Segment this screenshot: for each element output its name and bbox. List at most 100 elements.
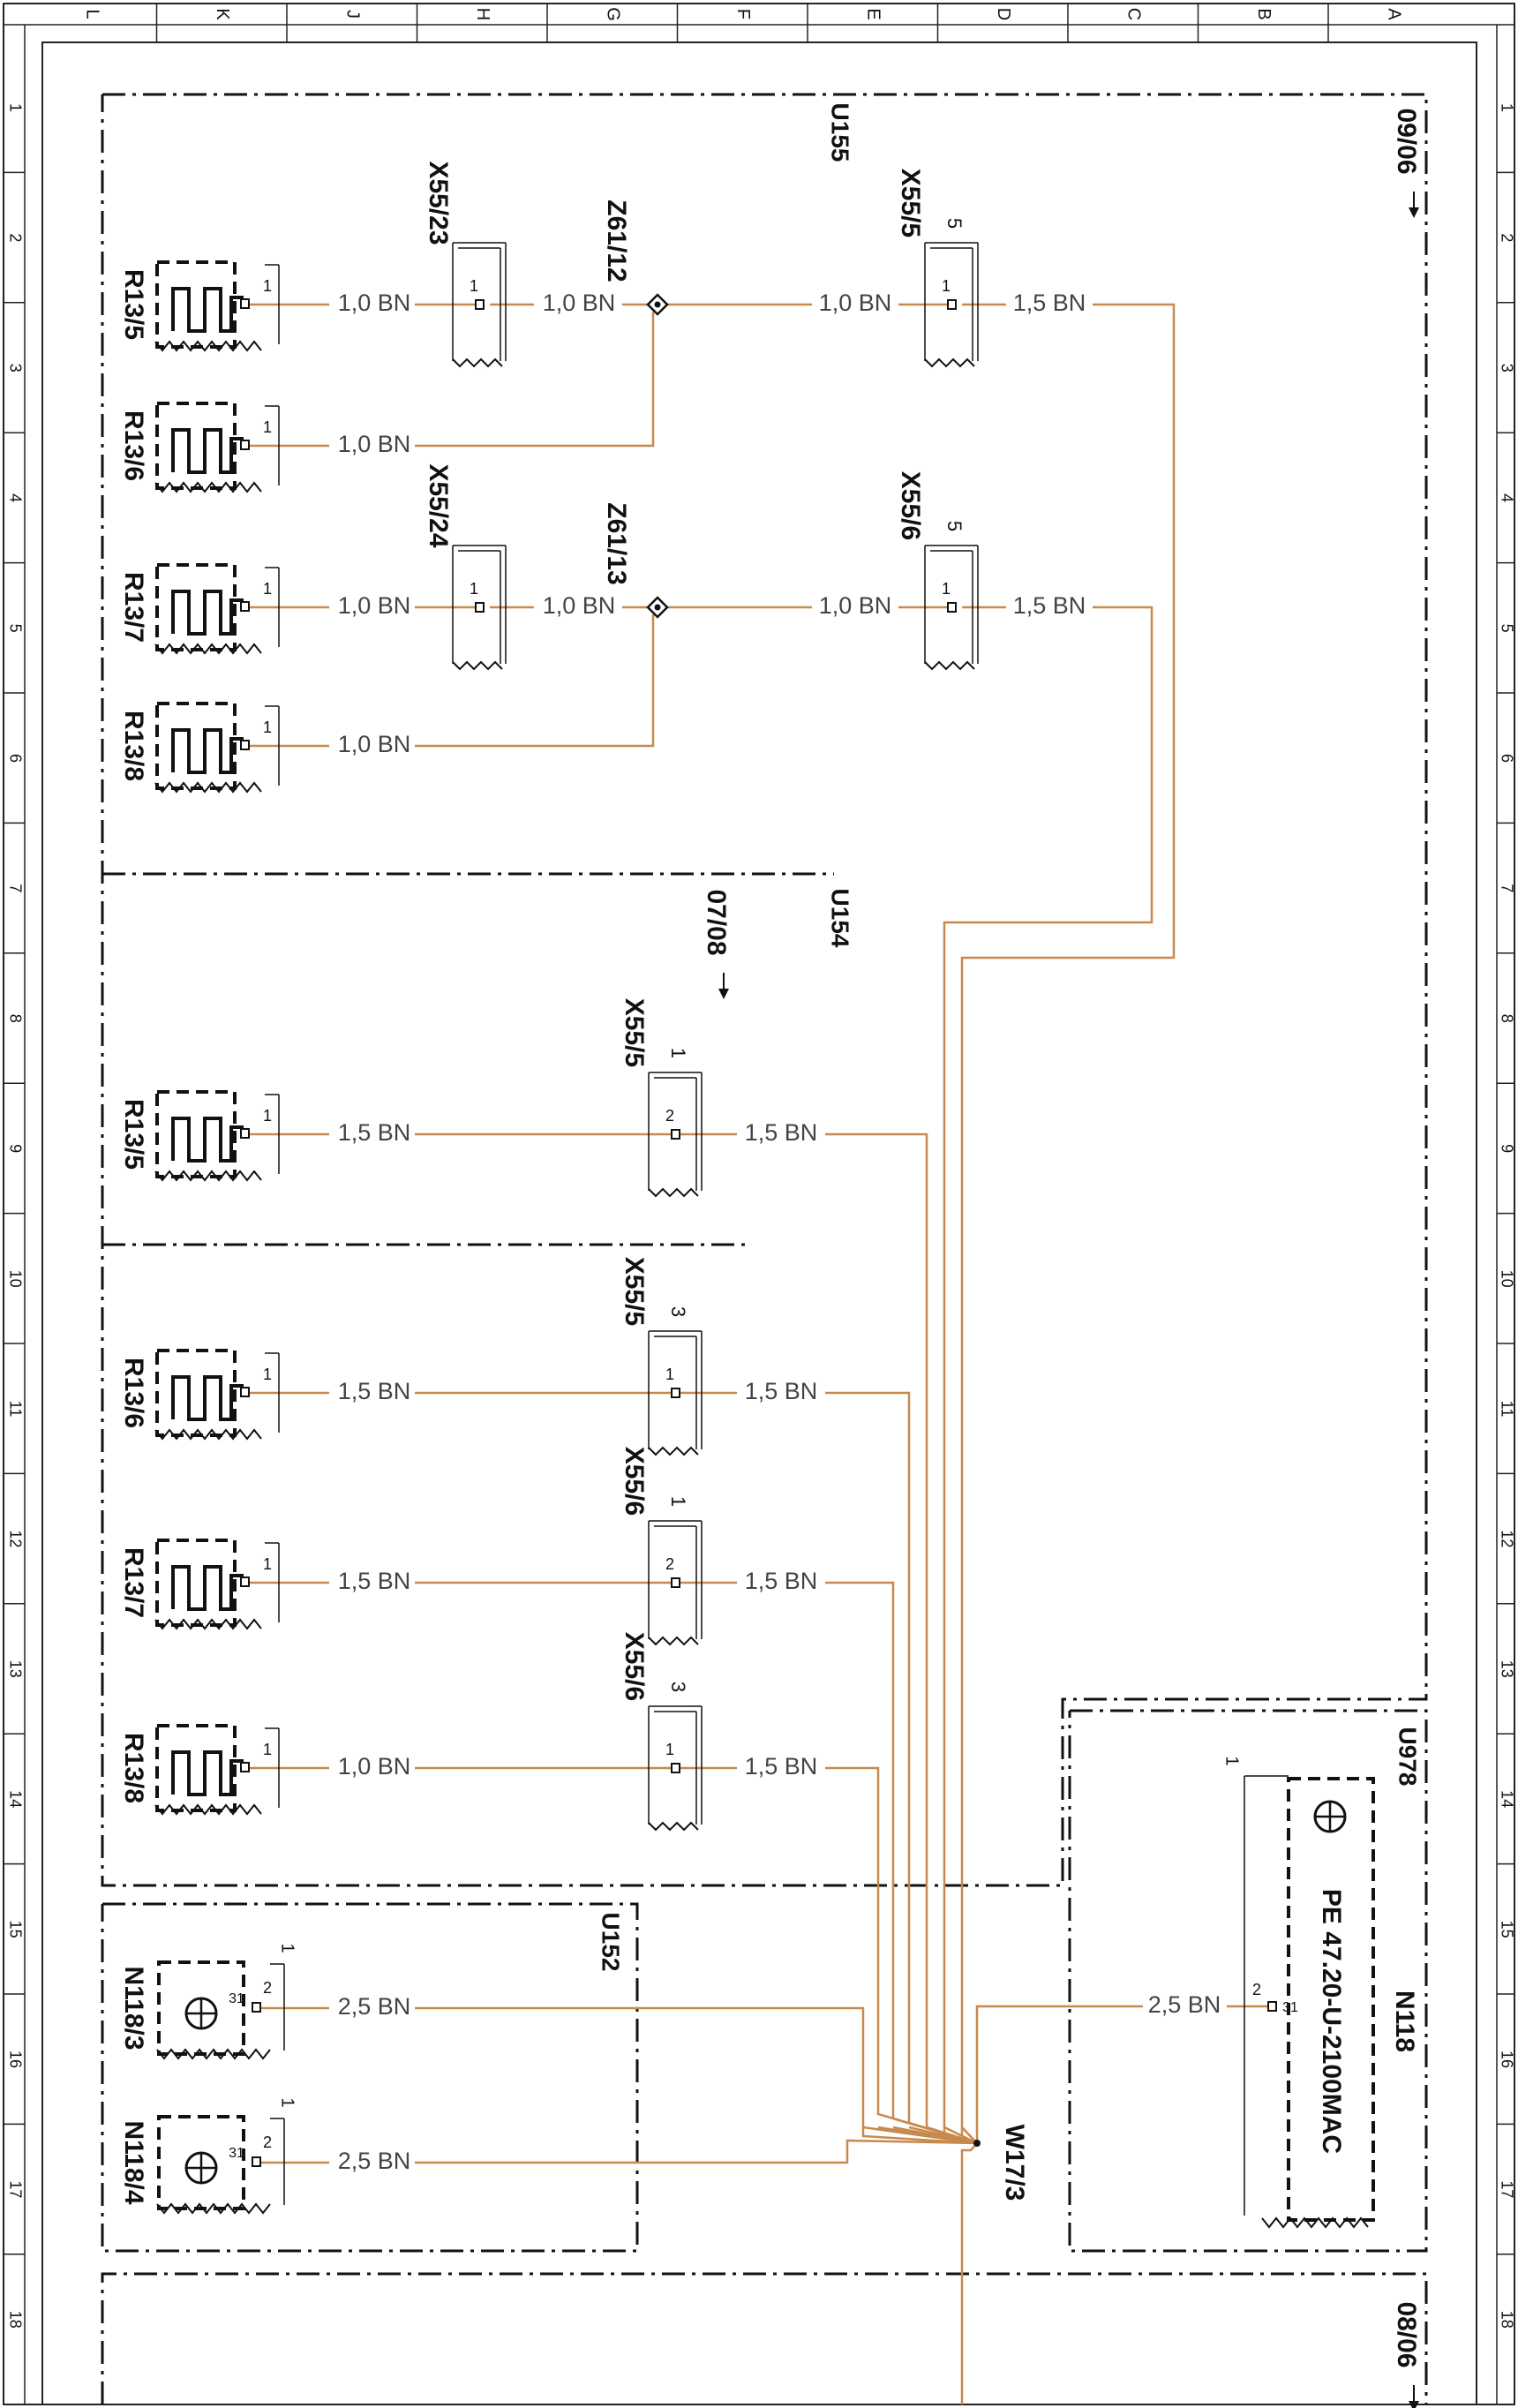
transistor-icon [184, 2151, 218, 2185]
heater-box [155, 563, 237, 651]
pin-socket [671, 1129, 680, 1140]
pin-socket [240, 440, 250, 450]
zigzag-edge [154, 1803, 262, 1816]
page-reference: 08/06 [1392, 2301, 1421, 2367]
heater-label: R13/6 [119, 1358, 148, 1428]
pin-socket [947, 602, 957, 613]
area-border [101, 1902, 639, 2253]
connector-position: 3 [667, 1306, 689, 1317]
row-marker: 12 [1498, 1530, 1515, 1547]
module-box [157, 2115, 245, 2210]
wire-label: 1,5 BN [1013, 592, 1086, 619]
heater-label: R13/8 [119, 1733, 148, 1803]
module-box [157, 1960, 245, 2056]
row-marker: 10 [6, 1270, 24, 1288]
pin-number: 1 [263, 418, 272, 436]
pin-socket [240, 1128, 250, 1139]
connector-position: 1 [278, 2097, 297, 2107]
zigzag-edge [924, 357, 975, 368]
connector-position: 5 [943, 218, 966, 229]
heater-box [155, 1539, 237, 1627]
row-marker: 8 [1498, 1014, 1515, 1023]
zigzag-edge [452, 660, 503, 671]
zigzag-edge [156, 2048, 271, 2060]
connector-label: X55/6 [620, 1447, 649, 1516]
column-marker: C [1123, 8, 1143, 20]
heater-box [155, 402, 237, 490]
heater-box [155, 1349, 237, 1437]
row-marker: 4 [6, 493, 24, 502]
wire-label: 1,5 BN [745, 1378, 818, 1404]
wire-harness [249, 303, 1268, 2404]
row-marker: 7 [6, 884, 24, 892]
pin-number: 1 [263, 277, 272, 295]
pin-number: 1 [942, 277, 951, 295]
row-marker: 14 [1498, 1790, 1515, 1808]
zigzag-edge [648, 1446, 699, 1456]
column-marker: D [994, 8, 1013, 20]
heating-element-icon [171, 1565, 244, 1611]
connector-label: X55/24 [424, 463, 453, 547]
zigzag-edge [924, 660, 975, 671]
row-marker: 2 [1498, 233, 1515, 242]
pin-number: 1 [263, 580, 272, 598]
area-label-u155: U155 [827, 103, 854, 162]
row-marker: 9 [6, 1144, 24, 1153]
pin-socket [475, 299, 485, 310]
wire-label: 1,5 BN [338, 1119, 411, 1146]
pin-number: 1 [942, 580, 951, 598]
column-marker: G [603, 7, 622, 21]
wire [961, 2126, 978, 2144]
row-marker: 3 [1498, 364, 1515, 372]
inner-border [41, 41, 1477, 2405]
row-marker: 18 [1498, 2311, 1515, 2329]
connector-label: X55/6 [896, 471, 925, 540]
pin-socket [252, 2156, 261, 2167]
page-reference: 07/08 [702, 889, 731, 955]
heater-h8: 1 R13/8 [119, 1724, 280, 1816]
wire-label: 1,5 BN [338, 1378, 411, 1404]
connector-position: 1 [667, 1048, 689, 1058]
zigzag-edge [154, 643, 262, 655]
pin-number: 1 [263, 1555, 272, 1573]
heater-box [155, 260, 237, 349]
splice-z1: Z61/12 [602, 199, 669, 316]
heater-label: R13/7 [119, 1547, 148, 1618]
connector-position: 5 [943, 521, 966, 531]
wire-label: 1,0 BN [338, 592, 411, 619]
wire-label: 1,0 BN [543, 592, 616, 619]
pin-number: 2 [263, 2133, 272, 2151]
pin-socket [252, 2002, 261, 2013]
zigzag-edge [154, 340, 262, 352]
pin-number: 1 [263, 1107, 272, 1125]
column-marker: L [82, 9, 101, 19]
module-label: N118/3 [119, 1966, 148, 2050]
module-part-number: PE 47.20-U-2100MAC [1317, 1889, 1346, 2154]
wire-label: 1,5 BN [745, 1568, 818, 1594]
pin-socket [1267, 2001, 1277, 2012]
heater-box [155, 702, 237, 790]
transistor-icon [184, 1997, 218, 2030]
wire-label: 1,0 BN [819, 290, 892, 316]
connector-position: 1 [1222, 1756, 1242, 1765]
zigzag-edge [156, 2202, 271, 2215]
area-label-u978: U978 [1394, 1727, 1422, 1787]
text-labels: U155U154U152U97809/0607/0808/06W17/31,0 … [338, 103, 1422, 2408]
row-marker: 11 [1498, 1401, 1515, 1418]
pin-number: 31 [229, 1991, 244, 2006]
wire [415, 312, 655, 448]
wire-label: 1,5 BN [1013, 290, 1086, 316]
heater-label: R13/5 [119, 269, 148, 340]
splice-label: Z61/12 [602, 199, 631, 282]
row-marker: 9 [1498, 1144, 1515, 1153]
pin-number: 1 [263, 1741, 272, 1758]
zigzag-edge [452, 357, 503, 368]
column-marker: J [342, 10, 362, 19]
heating-element-icon [171, 590, 244, 636]
heating-element-icon [171, 287, 244, 333]
